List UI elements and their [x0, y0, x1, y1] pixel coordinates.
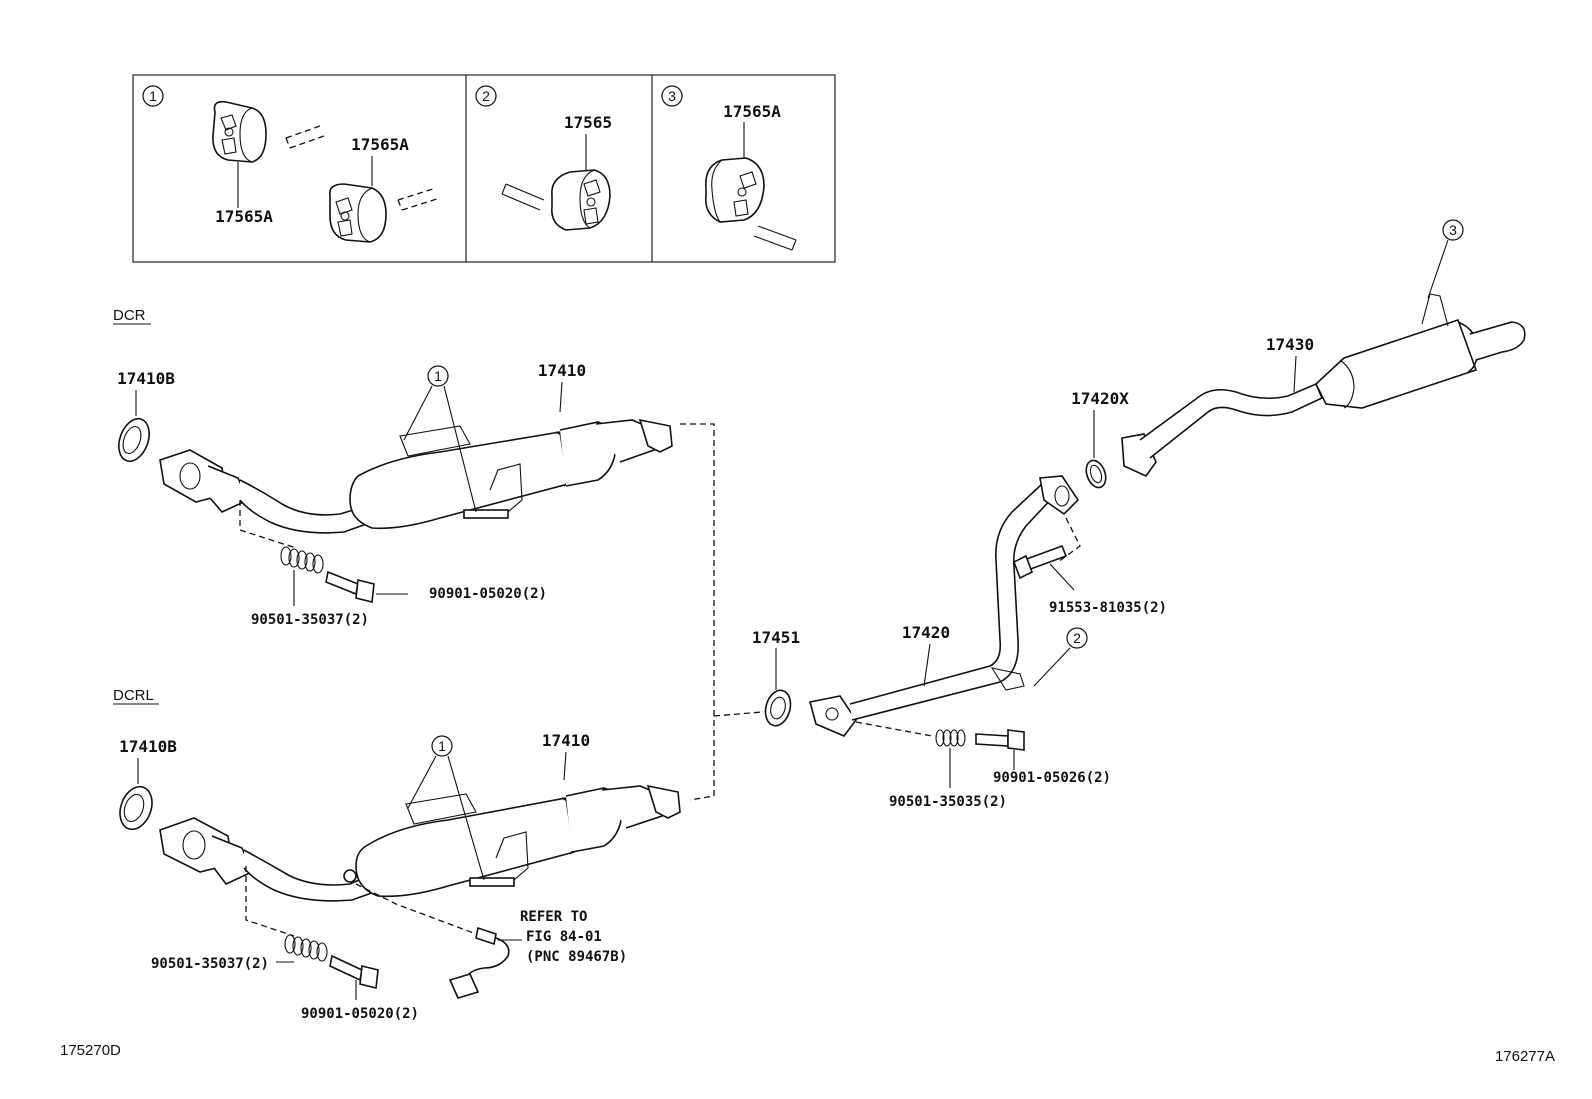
label-bolt-rear: 91553-81035(2) — [1049, 600, 1167, 616]
label-bolt-dcrl: 90901-05020(2) — [301, 1006, 419, 1022]
marker-1-dcr: 1 — [434, 368, 442, 384]
dcrl-assembly: 17410B 17410 1 — [119, 731, 681, 1022]
spring-icon — [284, 934, 328, 962]
label-spring-center: 90501-35035(2) — [889, 794, 1007, 810]
bolt-icon — [325, 570, 375, 603]
label-bolt-center: 90901-05026(2) — [993, 770, 1111, 786]
bolt-icon — [975, 729, 1025, 751]
label-17565: 17565 — [564, 113, 612, 132]
oxygen-sensor-icon — [448, 926, 510, 999]
inset-marker-2: 2 — [482, 88, 490, 104]
tail-pipe-muffler-icon — [1121, 293, 1526, 478]
catalytic-converter-icon — [159, 418, 673, 534]
label-bolt-dcr: 90901-05020(2) — [429, 586, 547, 602]
label-17565A-b: 17565A — [351, 135, 409, 154]
label-gasket-rear: 17420X — [1071, 389, 1129, 408]
section-label-dcr: DCR — [113, 307, 146, 324]
label-17565A-c: 17565A — [723, 102, 781, 121]
label-converter-dcrl: 17410 — [542, 731, 590, 750]
inset-panel-1: 1 17565A 17565A — [142, 85, 441, 243]
gasket-ring-icon — [118, 417, 150, 463]
marker-3: 3 — [1449, 222, 1457, 238]
rear-assembly: 17420X 91553-81035(2) 17430 3 — [1012, 219, 1526, 616]
rubber-hanger-icon — [328, 183, 387, 243]
refer-line-1: REFER TO — [520, 909, 587, 925]
inset-marker-1: 1 — [149, 88, 157, 104]
inset-panel-2: 2 17565 — [475, 85, 612, 231]
spring-icon — [935, 729, 966, 747]
label-17565A-a: 17565A — [215, 207, 273, 226]
label-tail-pipe: 17430 — [1266, 335, 1314, 354]
inset-panel-3: 3 17565A — [661, 85, 797, 251]
gasket-ring-icon — [764, 689, 792, 727]
hanger-inset: 1 17565A 17565A — [132, 74, 836, 263]
marker-2: 2 — [1073, 630, 1081, 646]
rubber-hanger-icon — [212, 100, 267, 163]
bolt-icon — [329, 954, 379, 989]
refer-line-2: FIG 84-01 — [526, 929, 602, 945]
label-center-pipe: 17420 — [902, 623, 950, 642]
center-pipe-assembly: 17451 17420 2 9 — [752, 475, 1111, 810]
rubber-hanger-icon — [550, 169, 611, 231]
catalytic-converter-icon — [159, 784, 681, 902]
section-label-dcrl: DCRL — [113, 687, 154, 704]
gasket-ring-icon — [1085, 459, 1107, 489]
exhaust-pipe-icon — [809, 475, 1080, 737]
marker-1-dcrl: 1 — [438, 738, 446, 754]
label-spring-dcrl: 90501-35037(2) — [151, 956, 269, 972]
footer-code-left: 175270D — [60, 1042, 121, 1059]
label-gasket-center: 17451 — [752, 628, 800, 647]
inset-marker-3: 3 — [668, 88, 676, 104]
refer-line-3: (PNC 89467B) — [526, 949, 627, 965]
label-spring-dcr: 90501-35037(2) — [251, 612, 369, 628]
label-converter-dcr: 17410 — [538, 361, 586, 380]
rubber-hanger-icon — [704, 157, 765, 223]
gasket-ring-icon — [119, 785, 153, 831]
bolt-icon — [1012, 544, 1068, 580]
spring-icon — [280, 546, 324, 574]
label-gasket-front-dcrl: 17410B — [119, 737, 177, 756]
label-gasket-front-dcr: 17410B — [117, 369, 175, 388]
dcr-assembly: 17410B 17410 1 — [117, 361, 673, 628]
footer-code-right: 176277A — [1495, 1048, 1555, 1065]
